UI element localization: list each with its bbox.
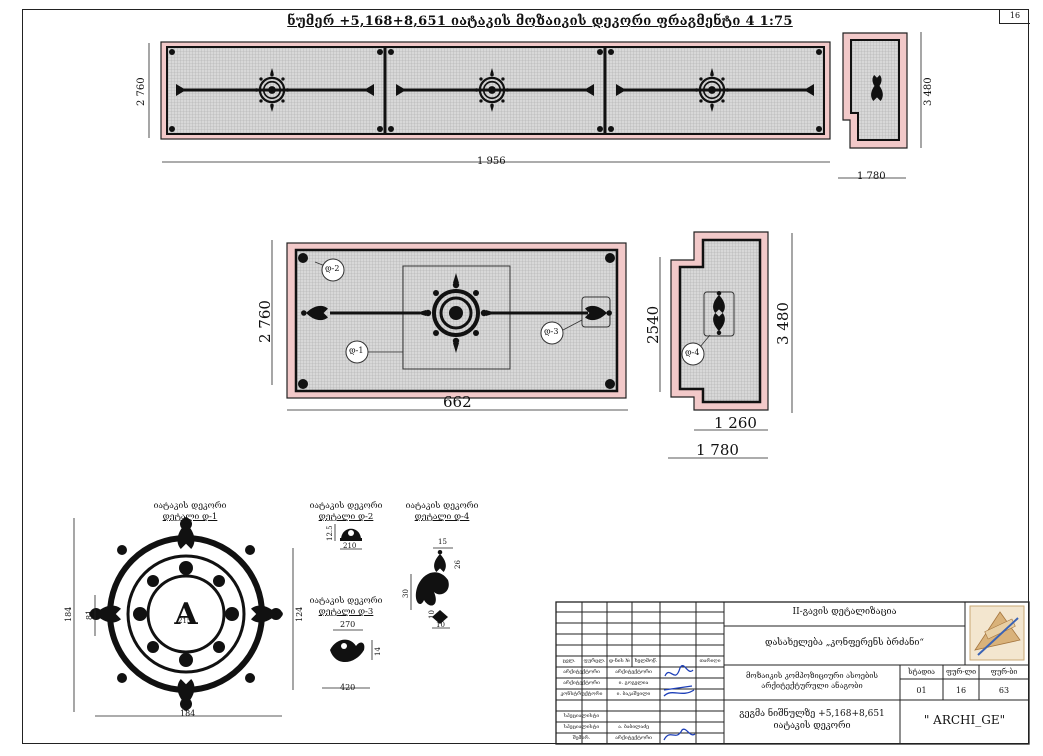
middle-side-outer-width-label: 1 780: [696, 441, 739, 459]
d3-dim-top: 270: [340, 620, 356, 629]
svg-text:A: A: [173, 597, 198, 632]
d4-dim-b2: 10: [436, 621, 445, 629]
detail-d2-label: იატაკის დეკორი დეტალი დ-2: [306, 501, 386, 523]
detail-d3-label: იატაკის დეკორი დეტალი დ-3: [306, 596, 386, 618]
detail-d3-name: დეტალი დ-3: [318, 607, 374, 617]
detail-d1-drawing: A: [73, 517, 294, 717]
top-side-height-label: 3 480: [923, 77, 934, 106]
detail-d4-name: დეტალი დ-4: [414, 512, 470, 522]
tag-d2: დ-2: [325, 264, 340, 273]
tb-name-5: არქიტექტორი: [615, 735, 652, 741]
tb-header-sheets: ფურ-ბი: [990, 668, 1018, 676]
d4-dim-left: 30: [402, 589, 410, 598]
d2-dim-bottom: 210: [343, 542, 357, 550]
title-block-grid: [555, 601, 1030, 745]
tb-name-0: არქიტექტორი: [615, 669, 652, 675]
tb-role-header-0: ცვლ.: [562, 658, 576, 664]
tb-role-1: არქიტექტორი: [563, 680, 600, 686]
detail-d2-name: დეტალი დ-2: [318, 512, 374, 522]
tag-d1: დ-1: [349, 346, 364, 355]
d4-dim-b1: 10: [428, 610, 436, 619]
tb-header-stage: სტადია: [908, 668, 935, 676]
middle-width-label: 662: [443, 393, 472, 411]
tb-sheet-title: გეგმა ნიშნულზე +5,168+8,651 იატაკის დეკო…: [739, 709, 885, 731]
middle-side-inner-width-label: 1 260: [714, 414, 757, 432]
detail-small-drawings: [322, 524, 453, 689]
detail-d1-label: იატაკის დეკორი დეტალი დ-1: [140, 501, 240, 523]
d2-dim-left: 12.5: [326, 525, 334, 541]
middle-side-right-height-label: 3 480: [774, 302, 792, 345]
tb-project: დასახელება „კონფერენს ბრძანი“: [764, 638, 925, 648]
tb-name-4: ა. ბაბილაძე: [618, 724, 649, 730]
top-side-width-label: 1 780: [857, 171, 886, 182]
detail-d4-title: იატაკის დეკორი: [405, 501, 479, 511]
tb-role-5: შემსრ.: [572, 735, 591, 741]
tb-role-0: არქიტექტორი: [563, 669, 600, 675]
middle-height-label: 2 760: [256, 300, 274, 343]
tb-header-sheet: ფურ-ლი: [945, 668, 977, 676]
sheet-frame: [22, 9, 1029, 744]
tb-role-3: სპეციალისტი: [563, 713, 600, 719]
tb-value-stage: 01: [916, 686, 927, 695]
d1-dim-bottom: 184: [180, 709, 196, 718]
detail-d1-title: იატაკის დეკორი: [153, 501, 227, 511]
tb-role-header-4: თარიღი: [699, 658, 721, 664]
top-floor-plan: [148, 32, 922, 179]
tb-description: მოზაიკის კომპოზიციური ასოების არქიტექტურ…: [746, 671, 878, 690]
d4-dim-top: 15: [438, 538, 447, 546]
d1-dim-right: 124: [295, 606, 304, 622]
d1-dim-inner: 81: [85, 609, 94, 620]
detail-d1-name: დეტალი დ-1: [162, 512, 218, 522]
detail-d2-title: იატაკის დეკორი: [309, 501, 383, 511]
tb-name-1: ი. გოგელია: [618, 680, 649, 686]
tb-role-4: სპეციალისტი: [563, 724, 600, 730]
tb-role-2: კონსტრუქტორი: [560, 691, 603, 697]
tb-value-sheets: 63: [998, 686, 1010, 695]
tb-company: " ARCHI_GE": [923, 713, 1006, 727]
detail-d3-title: იატაკის დეკორი: [309, 596, 383, 606]
signature-marks: [663, 665, 696, 741]
logo-image: [969, 605, 1025, 661]
middle-side-left-height-label: 2540: [644, 305, 662, 344]
tag-d4: დ-4: [685, 348, 700, 357]
d4-dim-side: 26: [454, 560, 462, 569]
top-width-label: 1 956: [477, 156, 506, 167]
tb-role-header-2: დ-ნის №: [609, 658, 630, 664]
top-height-label: 2 760: [136, 77, 147, 106]
tb-value-sheet: 16: [955, 686, 967, 695]
tb-role-header-3: ხელმოწ.: [634, 658, 658, 664]
tb-org: II-გავის დეტალიზაცია: [792, 607, 897, 617]
tb-role-header-1: ფურცლ.: [583, 658, 606, 664]
sheet-title: ნუმერ +5,168+8,651 იატაკის მოზაიკის დეკო…: [287, 14, 793, 29]
sheet-number: 16: [999, 9, 1030, 24]
tb-name-2: ი. ბაკაშვილი: [616, 691, 651, 697]
d3-dim-bottom: 420: [340, 683, 356, 692]
detail-d4-label: იატაკის დეკორი დეტალი დ-4: [402, 501, 482, 523]
d3-dim-side: 14: [374, 647, 382, 656]
d1-dim-left: 184: [64, 606, 73, 622]
d1-dim-center: 215: [178, 617, 192, 625]
tag-d3: დ-3: [544, 327, 559, 336]
middle-floor-plan: [271, 231, 793, 459]
